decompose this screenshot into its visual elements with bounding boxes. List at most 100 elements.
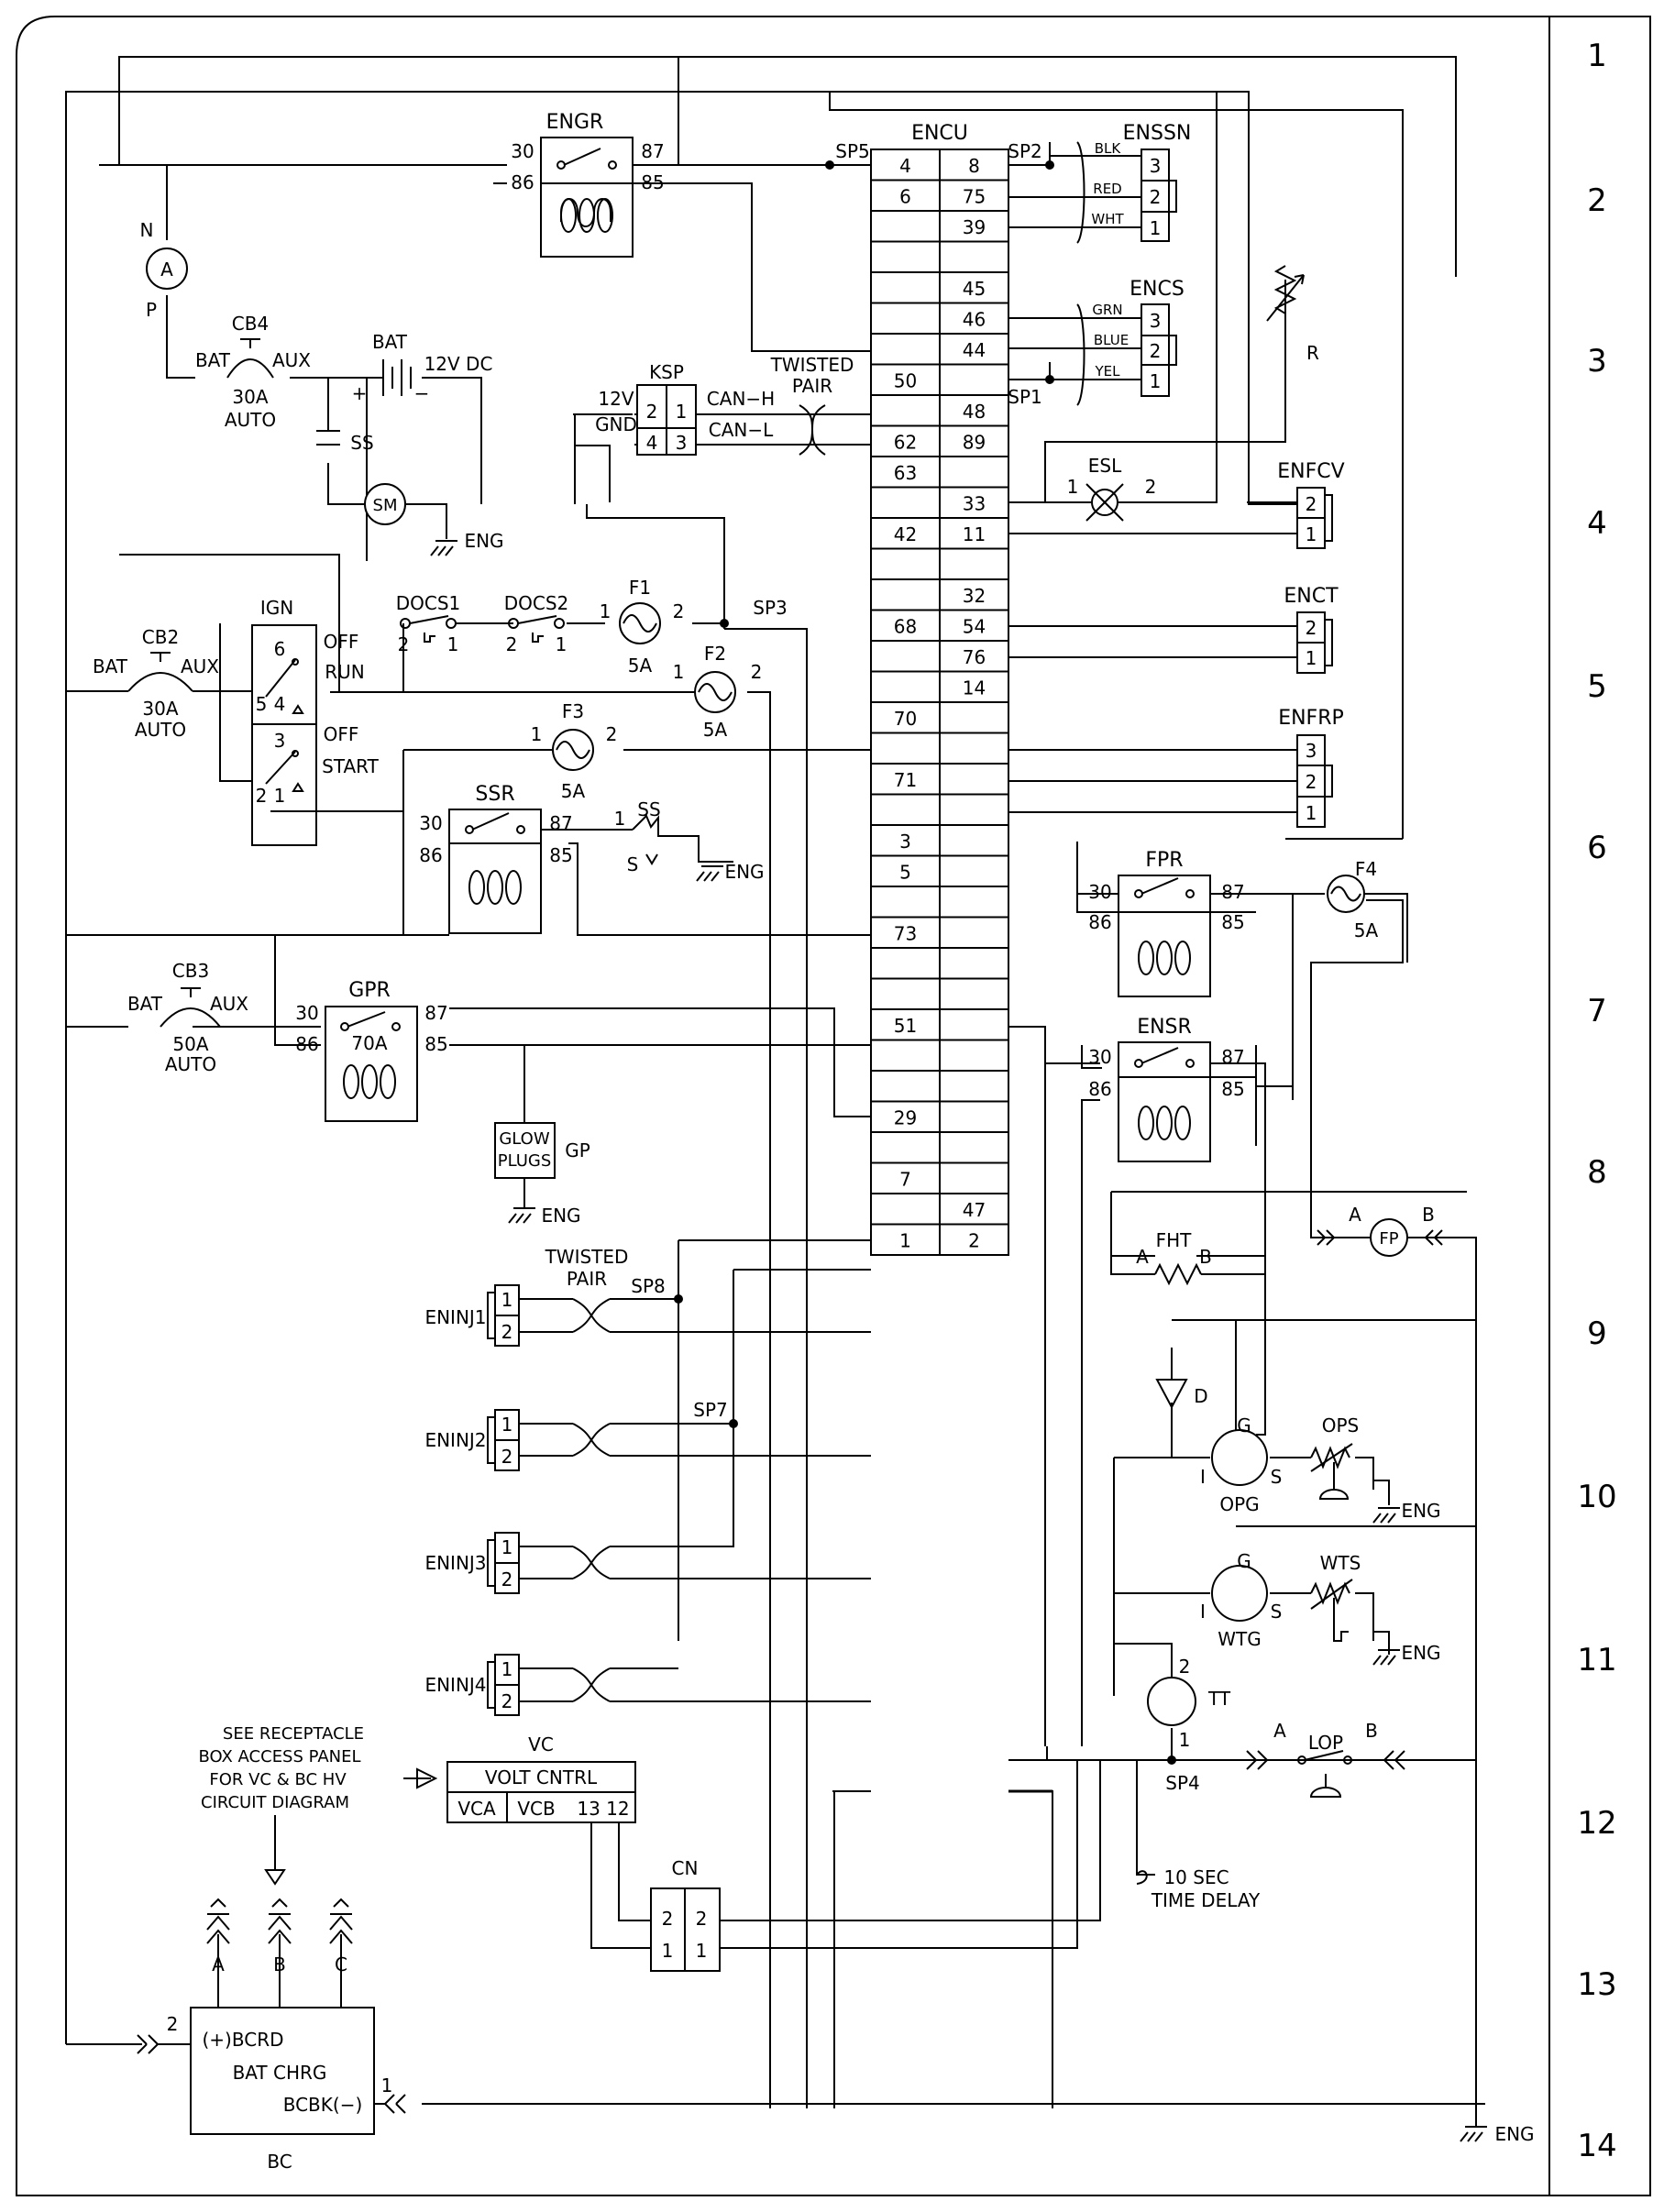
engr-pin85: 85 (641, 171, 664, 193)
enssn-pin3: 3 (1150, 155, 1162, 177)
bc-top: (+)BCRD (203, 2029, 284, 2051)
cb3-rating: 50A (172, 1033, 208, 1055)
encu-left-pin: 1 (899, 1230, 911, 1252)
f1-pin2: 2 (673, 600, 685, 622)
sp8-label: SP8 (631, 1275, 665, 1297)
cn-pin2b: 2 (696, 1908, 708, 1930)
eninj1-connector: ENINJ1 1 2 (424, 1284, 611, 1347)
r-label: R (1306, 342, 1319, 364)
ensr-pin87: 87 (1221, 1046, 1244, 1068)
fp-a: A (1349, 1204, 1361, 1226)
note-line4: CIRCUIT DIAGRAM (201, 1793, 349, 1812)
sp2-node (1045, 160, 1054, 170)
diode-d: D (1155, 1348, 1208, 1410)
cn-pin1b: 1 (696, 1940, 708, 1962)
docs1-switch: DOCS1 2 1 (396, 592, 513, 655)
twisted-pair-line2: PAIR (792, 375, 832, 397)
ensr-label: ENSR (1137, 1016, 1192, 1039)
cn-pin2a: 2 (662, 1908, 674, 1930)
ssr-label: SSR (475, 783, 514, 806)
fpr-pin30: 30 (1088, 881, 1111, 903)
docs2-pin1: 1 (556, 633, 568, 655)
encu-left-pin: 3 (899, 831, 911, 853)
sp7-node (729, 1419, 738, 1428)
eninj4-pin2: 2 (501, 1690, 513, 1712)
ksp-gnd: GND (595, 413, 637, 435)
docs2-pin2: 2 (506, 633, 518, 655)
ksp-pin3: 3 (676, 432, 688, 454)
ign-run: RUN (325, 661, 365, 683)
ss-solenoid-ground: ENG (724, 861, 764, 883)
gpr-label: GPR (348, 979, 391, 1002)
ksp-connector: KSP 2 1 4 3 12V GND CAN−H CAN−L (595, 361, 775, 456)
encu-right-pin: 11 (963, 523, 986, 545)
f3-label: F3 (562, 700, 584, 722)
ss-solenoid-pin1: 1 (614, 808, 626, 830)
fht-a: A (1136, 1246, 1149, 1268)
f1-pin1: 1 (600, 600, 612, 622)
encs-pin3: 3 (1150, 310, 1162, 332)
encu-right-pin: 76 (963, 646, 986, 668)
ign-pin2: 2 (256, 785, 268, 807)
ssr-pin30: 30 (419, 812, 442, 834)
row-number: 10 (1577, 1479, 1616, 1515)
opg-s: S (1271, 1466, 1283, 1488)
encu-left-pin: 71 (894, 769, 917, 791)
wires (65, 56, 1485, 2108)
fpr-label: FPR (1145, 849, 1183, 872)
eninj2-connector: ENINJ2 1 2 (424, 1409, 611, 1471)
lop-switch: A B LOP (1246, 1720, 1405, 1798)
cb4-mode: AUTO (225, 409, 276, 431)
encu-right-pin: 33 (963, 493, 986, 515)
bc-pin2: 2 (167, 2013, 179, 2035)
sp4-node (1167, 1755, 1176, 1765)
eninj-twisted-line1: TWISTED (545, 1246, 629, 1268)
encu-module: ENCU 46506263426870713573512971875394546… (870, 122, 1009, 1256)
engr-pin30: 30 (511, 140, 534, 162)
engr-pin87: 87 (641, 140, 664, 162)
f2-rating: 5A (703, 719, 728, 741)
enfcv-pin2: 2 (1306, 493, 1317, 515)
eninj3-pin2: 2 (501, 1568, 513, 1590)
ssr-relay: SSR 30 86 87 85 (419, 783, 573, 934)
encu-right-pin: 44 (963, 339, 986, 361)
encu-left-pin: 68 (894, 616, 917, 638)
encu-right-pin: 47 (963, 1199, 986, 1221)
cb4-rating: 30A (232, 386, 268, 408)
row-number: 7 (1587, 993, 1607, 1029)
battery: BAT 12V DC + − (352, 331, 493, 404)
encs-label: ENCS (1130, 278, 1185, 301)
esl-lamp: ESL 1 2 (1063, 455, 1156, 522)
cb4-aux: AUX (272, 349, 311, 371)
note-line2: BOX ACCESS PANEL (198, 1747, 360, 1766)
cn-label: CN (672, 1857, 699, 1879)
engr-label: ENGR (546, 111, 604, 134)
ksp-can-h: CAN−H (707, 388, 775, 410)
encu-left-pin: 50 (894, 370, 917, 392)
battery-voltage: 12V DC (424, 353, 493, 375)
engr-body (540, 137, 634, 258)
wtg-label: WTG (1218, 1628, 1262, 1650)
opg-i: I (1200, 1466, 1206, 1488)
ammeter-label: A (160, 259, 173, 281)
wts-ground: ENG (1401, 1642, 1440, 1664)
ssr-pin87: 87 (549, 812, 572, 834)
fpr-pin85: 85 (1221, 911, 1244, 933)
ign-pin1: 1 (274, 785, 286, 807)
f3-pin1: 1 (531, 723, 543, 745)
enssn-pin2: 2 (1150, 186, 1162, 208)
cb2-mode: AUTO (135, 719, 186, 741)
ss-solenoid: SS 1 S ENG (541, 798, 765, 883)
ign-pin3: 3 (274, 730, 286, 752)
glow-plugs-ground: ENG (541, 1205, 580, 1227)
f3-pin2: 2 (606, 723, 618, 745)
encu-right-pin: 39 (963, 216, 986, 238)
esl-label: ESL (1088, 455, 1122, 477)
ammeter: A N P (140, 165, 188, 321)
enfrp-pin3: 3 (1306, 740, 1317, 762)
cb2-bat: BAT (93, 655, 128, 677)
eninj3-connector: ENINJ3 1 2 (424, 1532, 611, 1594)
tt-pin1: 1 (1179, 1729, 1191, 1751)
time-delay-line1: 10 SEC (1163, 1866, 1229, 1888)
ammeter-n: N (140, 219, 154, 241)
